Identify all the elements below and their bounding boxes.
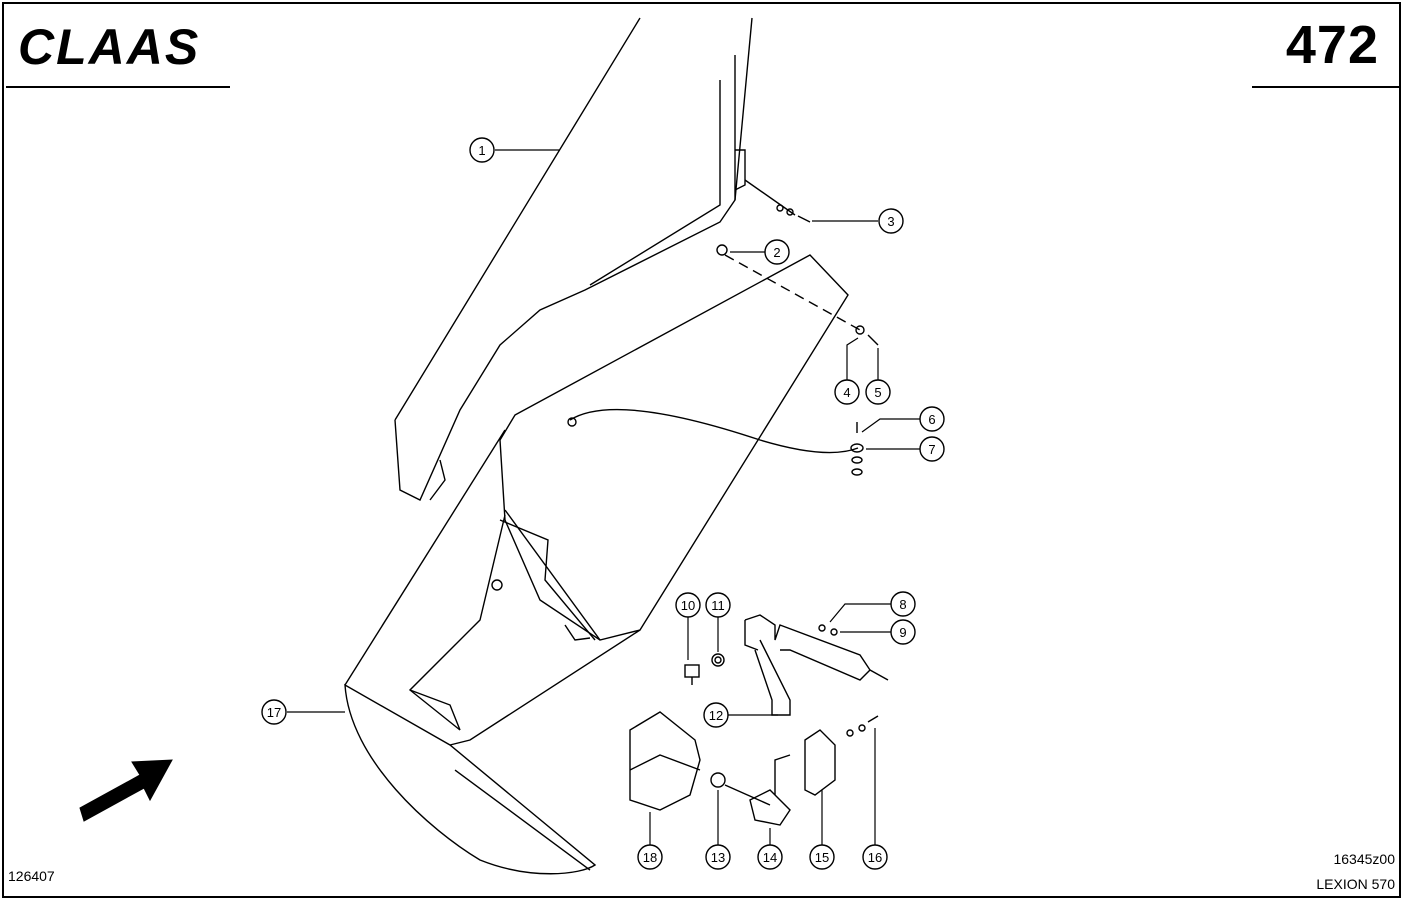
callout-4[interactable]: 4 [834,379,860,405]
svg-text:14: 14 [763,850,777,865]
svg-text:17: 17 [267,705,281,720]
arrow-up-right-icon [79,759,173,822]
model-name: LEXION 570 [1316,876,1395,892]
svg-text:12: 12 [709,708,723,723]
callout-18[interactable]: 18 [637,844,663,870]
callout-11[interactable]: 11 [705,592,731,618]
svg-text:11: 11 [711,598,725,613]
header-rule-right [1252,86,1401,88]
svg-text:1: 1 [478,143,485,158]
svg-text:10: 10 [681,598,695,613]
callout-9[interactable]: 9 [890,619,916,645]
callout-8[interactable]: 8 [890,591,916,617]
header-rule-left [6,86,230,88]
page-number: 472 [1285,15,1379,75]
svg-text:5: 5 [874,385,881,400]
callout-13[interactable]: 13 [705,844,731,870]
drawing-code: 16345z00 [1333,851,1395,867]
part-cable [567,179,879,476]
svg-text:18: 18 [643,850,657,865]
svg-text:9: 9 [899,625,906,640]
callout-15[interactable]: 15 [809,844,835,870]
callout-12[interactable]: 12 [703,702,729,728]
callout-14[interactable]: 14 [757,844,783,870]
callout-3[interactable]: 3 [878,208,904,234]
svg-text:13: 13 [711,850,725,865]
callout-bubbles: 1 2 3 4 5 6 7 8 9 10 11 12 13 14 15 16 1… [261,137,945,870]
svg-text:16: 16 [868,850,882,865]
svg-text:7: 7 [928,442,935,457]
footer-info: 16345z00 LEXION 570 [1316,847,1395,897]
svg-text:3: 3 [887,214,894,229]
callout-16[interactable]: 16 [862,844,888,870]
callout-17[interactable]: 17 [261,699,287,725]
callout-10[interactable]: 10 [675,592,701,618]
svg-text:4: 4 [843,385,850,400]
callout-1[interactable]: 1 [469,137,495,163]
part-bracket-assembly [629,614,889,826]
svg-text:2: 2 [773,245,780,260]
svg-text:6: 6 [928,412,935,427]
leader-lines [287,149,920,845]
callout-5[interactable]: 5 [865,379,891,405]
callout-6[interactable]: 6 [919,406,945,432]
callout-2[interactable]: 2 [764,239,790,265]
svg-text:15: 15 [815,850,829,865]
svg-text:8: 8 [899,597,906,612]
callout-7[interactable]: 7 [919,436,945,462]
svg-text:CLAAS: CLAAS [18,22,200,70]
reference-code: 126407 [8,868,55,884]
part-main-shield [344,254,849,875]
part-upper-cover [394,17,753,501]
claas-logo-icon: CLAAS [18,22,200,70]
